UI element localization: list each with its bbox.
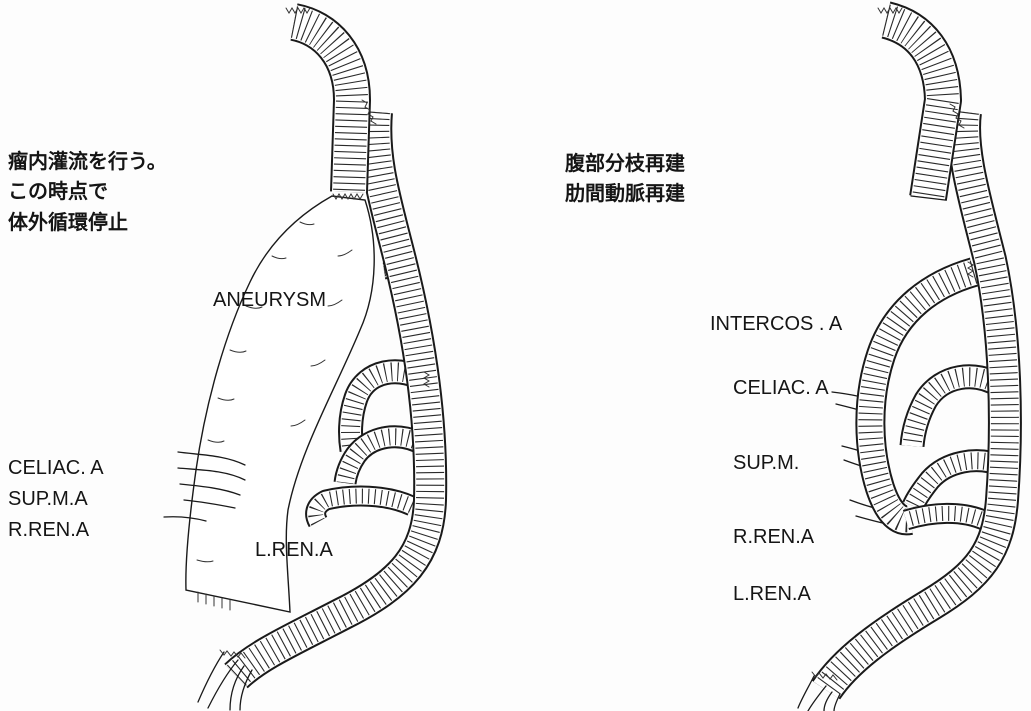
- renal-graft: [316, 496, 412, 522]
- iliac-line: [824, 692, 832, 711]
- label-sup-m-a: SUP.M.A: [8, 488, 88, 510]
- label-sup-m: SUP.M.: [733, 452, 799, 474]
- note-line-1: 腹部分枝再建: [565, 151, 685, 175]
- right-panel: 腹部分枝再建 肋間動脈再建 INTERCOS . A CELIAC. A SUP…: [565, 8, 1005, 711]
- label-celiac-a: CELIAC. A: [733, 377, 829, 399]
- label-r-ren-a: R.REN.A: [733, 526, 815, 548]
- iliac-line: [198, 652, 224, 702]
- celiac-graft: [912, 377, 1000, 446]
- iliac-line: [808, 686, 826, 711]
- graft-fill: [294, 22, 352, 192]
- note-line-2: この時点で: [8, 179, 108, 203]
- note-line-3: 体外循環停止: [8, 210, 128, 234]
- left-panel: 瘤内灌流を行う。 この時点で 体外循環停止 ANEURYSM CELIAC. A…: [8, 8, 430, 710]
- renal-graft: [906, 513, 986, 521]
- iliac-line: [798, 676, 814, 708]
- label-r-ren-a: R.REN.A: [8, 519, 90, 541]
- note-line-2: 肋間動脈再建: [565, 181, 685, 205]
- arch-graft: [294, 22, 352, 192]
- label-intercos-a: INTERCOS . A: [710, 313, 843, 335]
- arch-graft: [886, 20, 943, 198]
- label-l-ren-a: L.REN.A: [255, 539, 333, 561]
- note-line-1: 瘤内灌流を行う。: [8, 149, 167, 173]
- label-aneurysm: ANEURYSM: [213, 289, 326, 311]
- label-celiac-a: CELIAC. A: [8, 457, 104, 479]
- label-l-ren-a: L.REN.A: [733, 583, 811, 605]
